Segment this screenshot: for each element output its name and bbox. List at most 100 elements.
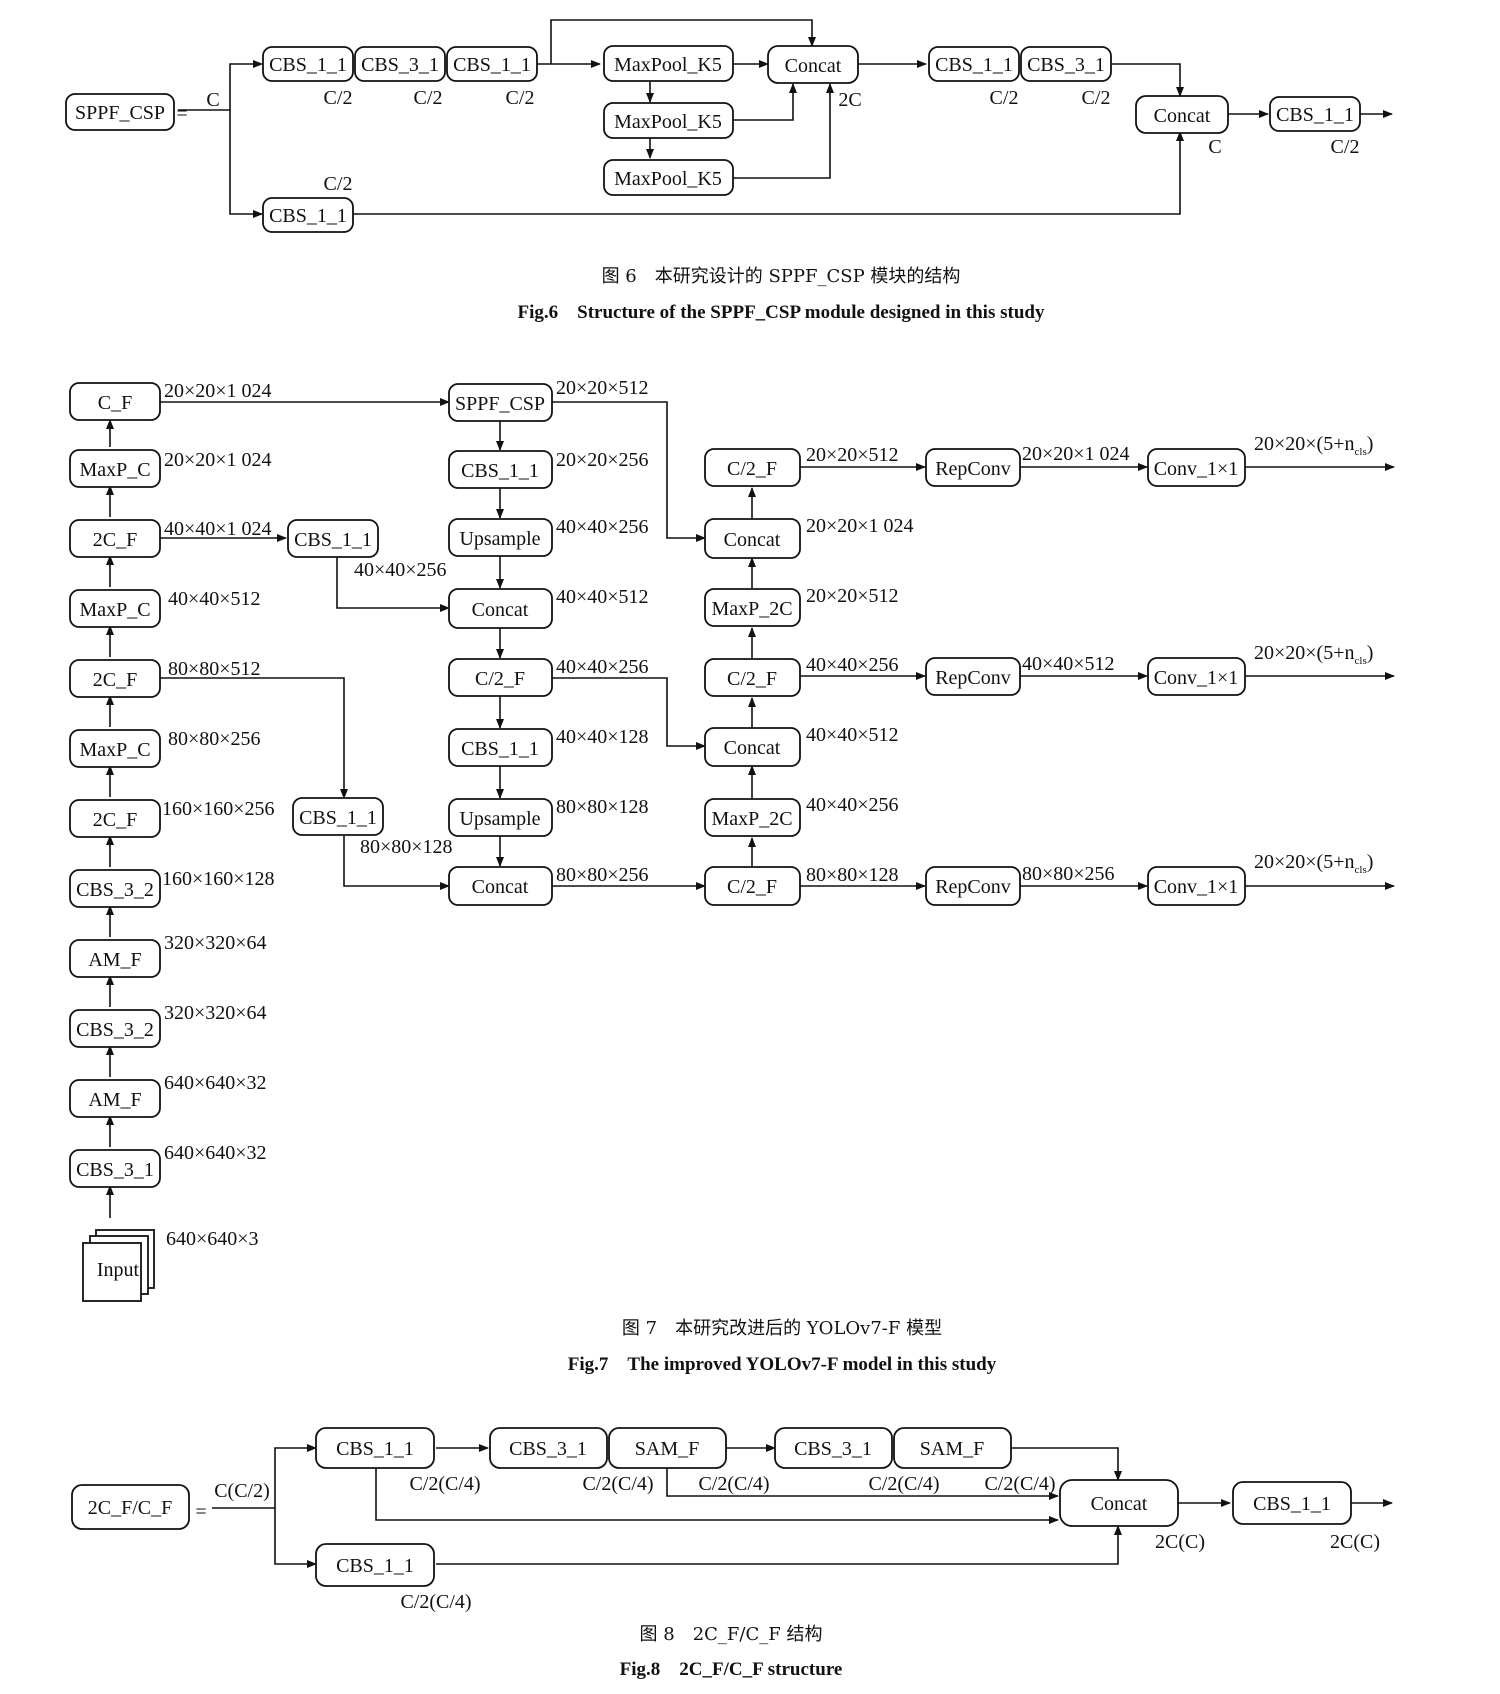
dim-label: 20×20×512 bbox=[806, 585, 899, 607]
svg-text:Upsample: Upsample bbox=[459, 808, 540, 830]
head-row: RepConv 40×40×512 Conv_1×1 20×20×(5+ncls… bbox=[925, 642, 1373, 696]
conv-block: Conv_1×1 bbox=[1147, 448, 1246, 487]
dim-label: 80×80×256 bbox=[556, 864, 649, 886]
svg-text:C/2_F: C/2_F bbox=[727, 458, 777, 480]
fig8: 2C_F/C_F = C(C/2) CBS_1_1 C/2(C/4) CBS_3… bbox=[71, 1427, 1393, 1680]
label-c2: C/2 bbox=[506, 87, 535, 109]
pan-block: Concat bbox=[704, 518, 801, 559]
svg-text:Concat: Concat bbox=[472, 876, 529, 898]
cbs-box: CBS_1_1 bbox=[1232, 1481, 1352, 1525]
svg-text:C/2_F: C/2_F bbox=[475, 668, 525, 690]
svg-text:2C_F: 2C_F bbox=[93, 669, 137, 691]
cbs-box: CBS_1_1 bbox=[446, 46, 538, 82]
dim-label: 160×160×256 bbox=[162, 798, 275, 820]
c-f-box: 2C_F/C_F bbox=[71, 1484, 190, 1530]
fig7-caption-cn: 图 7 本研究改进后的 YOLOv7-F 模型 bbox=[622, 1318, 942, 1339]
dim-label: 320×320×64 bbox=[164, 932, 267, 954]
conv-block: Conv_1×1 bbox=[1147, 657, 1246, 696]
backbone-block: MaxP_C bbox=[69, 589, 161, 628]
label-half: C/2(C/4) bbox=[409, 1473, 480, 1495]
pan-block: C/2_F bbox=[704, 448, 801, 487]
svg-text:MaxP_2C: MaxP_2C bbox=[711, 598, 792, 620]
svg-text:Conv_1×1: Conv_1×1 bbox=[1154, 876, 1239, 898]
label-half: C/2(C/4) bbox=[984, 1473, 1055, 1495]
svg-text:MaxP_C: MaxP_C bbox=[79, 739, 150, 761]
label-C: C bbox=[1208, 136, 1221, 158]
backbone-block: CBS_3_2 bbox=[69, 869, 161, 908]
dim-label: 80×80×256 bbox=[168, 728, 261, 750]
cbs-box: CBS_1_1 bbox=[262, 46, 354, 82]
output-label: 20×20×(5+ncls) bbox=[1254, 433, 1373, 458]
svg-text:CBS_1_1: CBS_1_1 bbox=[269, 54, 347, 76]
backbone-block: MaxP_C bbox=[69, 449, 161, 488]
svg-text:2C_F/C_F: 2C_F/C_F bbox=[88, 1497, 172, 1519]
fig8-caption-cn: 图 8 2C_F/C_F 结构 bbox=[640, 1624, 823, 1645]
pan-block: MaxP_2C bbox=[704, 588, 801, 627]
backbone-block: C_F bbox=[69, 382, 161, 421]
dim-label: 20×20×256 bbox=[556, 449, 649, 471]
svg-text:CBS_1_1: CBS_1_1 bbox=[336, 1438, 414, 1460]
head-row: RepConv 80×80×256 Conv_1×1 20×20×(5+ncls… bbox=[925, 851, 1373, 906]
svg-text:SAM_F: SAM_F bbox=[920, 1438, 984, 1460]
svg-text:CBS_3_1: CBS_3_1 bbox=[76, 1159, 154, 1181]
svg-text:Concat: Concat bbox=[724, 737, 781, 759]
svg-text:CBS_1_1: CBS_1_1 bbox=[336, 1555, 414, 1577]
svg-text:Upsample: Upsample bbox=[459, 528, 540, 550]
svg-text:CBS_3_1: CBS_3_1 bbox=[1027, 54, 1105, 76]
label-half: C/2(C/4) bbox=[868, 1473, 939, 1495]
svg-text:CBS_1_1: CBS_1_1 bbox=[461, 460, 539, 482]
svg-text:CBS_1_1: CBS_1_1 bbox=[453, 54, 531, 76]
neck-block: CBS_1_1 bbox=[448, 728, 553, 767]
svg-text:SPPF_CSP: SPPF_CSP bbox=[75, 102, 165, 124]
svg-text:RepConv: RepConv bbox=[935, 876, 1011, 898]
output-label: 20×20×(5+ncls) bbox=[1254, 851, 1373, 876]
fig7: C_F 20×20×1 024 MaxP_C 20×20×1 024 2C_F … bbox=[69, 377, 1395, 1375]
dim-label: 20×20×512 bbox=[556, 377, 649, 399]
svg-text:C_F: C_F bbox=[98, 392, 132, 414]
dim-label: 40×40×1 024 bbox=[164, 518, 272, 540]
svg-text:Concat: Concat bbox=[785, 55, 842, 77]
repconv-block: RepConv bbox=[925, 657, 1021, 696]
backbone-block: 2C_F bbox=[69, 659, 161, 698]
svg-text:CBS_3_1: CBS_3_1 bbox=[361, 54, 439, 76]
svg-text:SPPF_CSP: SPPF_CSP bbox=[455, 393, 545, 415]
sam-box: SAM_F bbox=[608, 1427, 727, 1469]
backbone-block: 2C_F bbox=[69, 519, 161, 558]
svg-text:RepConv: RepConv bbox=[935, 458, 1011, 480]
svg-text:2C_F: 2C_F bbox=[93, 809, 137, 831]
cbs-box: CBS_1_1 bbox=[1269, 96, 1361, 132]
maxpool-box: MaxPool_K5 bbox=[603, 45, 734, 82]
svg-text:MaxPool_K5: MaxPool_K5 bbox=[614, 111, 722, 133]
label-input-channels: C(C/2) bbox=[214, 1480, 270, 1502]
fig8-caption-en: Fig.8 2C_F/C_F structure bbox=[620, 1659, 843, 1680]
svg-text:MaxP_C: MaxP_C bbox=[79, 459, 150, 481]
svg-text:CBS_1_1: CBS_1_1 bbox=[299, 807, 377, 829]
label-C: C bbox=[206, 89, 219, 111]
label-c2: C/2 bbox=[1331, 136, 1360, 158]
backbone-block: CBS_3_2 bbox=[69, 1009, 161, 1048]
svg-text:MaxPool_K5: MaxPool_K5 bbox=[614, 54, 722, 76]
label-c2: C/2 bbox=[324, 87, 353, 109]
svg-text:CBS_1_1: CBS_1_1 bbox=[294, 529, 372, 551]
label-half: C/2(C/4) bbox=[698, 1473, 769, 1495]
side-cbs-block: CBS_1_1 bbox=[292, 797, 384, 836]
svg-text:Conv_1×1: Conv_1×1 bbox=[1154, 667, 1239, 689]
svg-text:CBS_1_1: CBS_1_1 bbox=[935, 54, 1013, 76]
dim-label: 640×640×3 bbox=[166, 1228, 259, 1250]
pan-block: Concat bbox=[704, 727, 801, 767]
dim-label: 160×160×128 bbox=[162, 868, 275, 890]
dim-label: 640×640×32 bbox=[164, 1142, 267, 1164]
equals-sign: = bbox=[195, 1501, 206, 1523]
dim-label: 20×20×1 024 bbox=[164, 449, 272, 471]
dim-label: 20×20×1 024 bbox=[1022, 443, 1130, 465]
dim-label: 80×80×512 bbox=[168, 658, 261, 680]
concat-box: Concat bbox=[1135, 95, 1229, 134]
head-row: RepConv 20×20×1 024 Conv_1×1 20×20×(5+nc… bbox=[925, 433, 1373, 487]
cbs-box: CBS_1_1 bbox=[315, 1543, 435, 1587]
svg-text:MaxP_C: MaxP_C bbox=[79, 599, 150, 621]
dim-label: 40×40×256 bbox=[556, 656, 649, 678]
backbone-block: AM_F bbox=[69, 939, 161, 978]
maxpool-box: MaxPool_K5 bbox=[603, 159, 734, 196]
input-stack: Input bbox=[82, 1229, 155, 1302]
neck-block: Concat bbox=[448, 588, 553, 629]
